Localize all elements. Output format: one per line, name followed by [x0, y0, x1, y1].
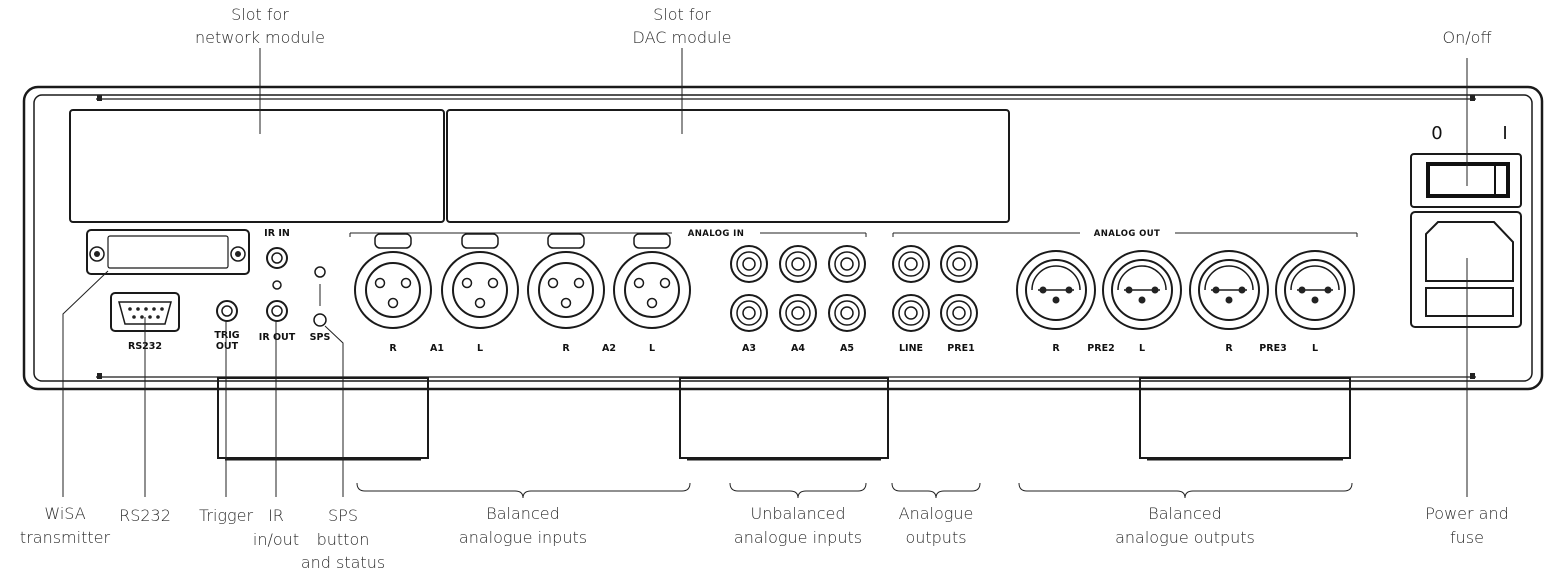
sps-button[interactable] — [313, 313, 327, 327]
svg-text:ANALOG IN: ANALOG IN — [688, 229, 744, 239]
brace-balanced-inputs — [356, 482, 691, 499]
rca-output-pre1-top[interactable] — [940, 245, 978, 283]
callout-wisa-1: WiSA — [44, 504, 85, 523]
xlr-output-pre2-r[interactable] — [1016, 250, 1096, 330]
sps-panel-label: SPS — [310, 332, 331, 343]
switch-on-symbol: I — [1502, 123, 1507, 144]
rca-input-a5-bottom[interactable] — [828, 294, 866, 332]
callout-analogue-outputs-2: outputs — [905, 528, 966, 547]
leader-lines — [62, 48, 1468, 497]
chassis — [22, 85, 1544, 391]
analog-out-header: ANALOG OUT — [892, 229, 1358, 239]
feet — [217, 377, 1351, 461]
rca-output-pre1-bottom[interactable] — [940, 294, 978, 332]
trig-out-label-2: OUT — [216, 341, 239, 352]
callout-ir-2: in/out — [253, 530, 299, 549]
ir-out-jack[interactable] — [266, 300, 288, 322]
dac-module-slot — [446, 109, 1010, 223]
balanced-xlr-inputs — [354, 233, 691, 329]
xlr-out-label-pre3: PRE3 — [1259, 343, 1286, 354]
callout-power-1: Power and — [1425, 504, 1509, 523]
xlr-out-label-l2: L — [1312, 343, 1318, 354]
xlr-input-a2-l[interactable] — [613, 233, 691, 329]
xlr-out-label-r1: R — [1052, 343, 1060, 354]
wisa-transmitter — [86, 229, 250, 275]
sps-status-led — [314, 266, 326, 278]
xlr-out-label-r2: R — [1225, 343, 1233, 354]
network-module-slot — [69, 109, 445, 223]
xlr-input-a1-r[interactable] — [354, 233, 432, 329]
callout-slot-network-1: Slot for — [231, 5, 289, 24]
rca-input-a3-bottom[interactable] — [730, 294, 768, 332]
ir-out-label: IR OUT — [259, 332, 296, 343]
callout-unbalanced-inputs-2: analogue inputs — [734, 528, 862, 547]
xlr-out-label-l1: L — [1139, 343, 1145, 354]
callout-on-off: On/off — [1443, 28, 1492, 47]
rca-input-a4-bottom[interactable] — [779, 294, 817, 332]
xlr-output-pre3-l[interactable] — [1275, 250, 1355, 330]
callout-slot-dac-2: DAC module — [633, 28, 732, 47]
callout-unbalanced-inputs-1: Unbalanced — [751, 504, 846, 523]
unbalanced-rca-inputs — [730, 245, 866, 332]
xlr-output-pre3-r[interactable] — [1189, 250, 1269, 330]
xlr-in-label-a1: A1 — [430, 343, 444, 354]
rca-output-line-top[interactable] — [892, 245, 930, 283]
xlr-output-pre2-l[interactable] — [1102, 250, 1182, 330]
rca-in-label-a4: A4 — [791, 343, 805, 354]
xlr-in-label-a2: A2 — [602, 343, 616, 354]
callout-sps-3: and status — [301, 553, 385, 572]
rca-out-label-pre1: PRE1 — [947, 343, 974, 354]
callout-power-2: fuse — [1450, 528, 1484, 547]
callout-balanced-inputs-1: Balanced — [486, 504, 559, 523]
callout-balanced-outputs-1: Balanced — [1148, 504, 1221, 523]
switch-off-symbol: 0 — [1431, 123, 1442, 144]
brace-balanced-outputs — [1018, 482, 1353, 499]
ir-in-label: IR IN — [264, 228, 290, 239]
callout-trigger: Trigger — [199, 506, 253, 525]
rca-out-label-line: LINE — [899, 343, 923, 354]
callout-ir-1: IR — [268, 506, 284, 525]
callout-balanced-outputs-2: analogue outputs — [1115, 528, 1255, 547]
xlr-input-a2-r[interactable] — [527, 233, 605, 329]
callout-rs232: RS232 — [119, 506, 171, 525]
rca-input-a4-top[interactable] — [779, 245, 817, 283]
brace-unbalanced-inputs — [729, 482, 867, 499]
xlr-in-label-r1: R — [389, 343, 397, 354]
callout-labels: Slot for network module Slot for DAC mod… — [20, 5, 1509, 572]
power-switch[interactable] — [1410, 153, 1522, 208]
xlr-input-a1-l[interactable] — [441, 233, 519, 329]
rca-output-line-bottom[interactable] — [892, 294, 930, 332]
xlr-in-label-r2: R — [562, 343, 570, 354]
rca-in-label-a3: A3 — [742, 343, 756, 354]
ir-in-jack[interactable] — [266, 247, 288, 269]
callout-sps-1: SPS — [328, 506, 358, 525]
braces — [356, 482, 1353, 499]
rca-in-label-a5: A5 — [840, 343, 854, 354]
callout-balanced-inputs-2: analogue inputs — [459, 528, 587, 547]
analog-in-header: ANALOG IN — [349, 229, 867, 239]
rca-input-a3-top[interactable] — [730, 245, 768, 283]
callout-wisa-2: transmitter — [20, 528, 111, 547]
ir-indicator — [272, 280, 282, 290]
callout-analogue-outputs-1: Analogue — [899, 504, 974, 523]
trig-out-label-1: TRIG — [214, 330, 239, 341]
xlr-in-label-l1: L — [477, 343, 483, 354]
analogue-rca-outputs — [892, 245, 978, 332]
callout-sps-2: button — [317, 530, 370, 549]
xlr-in-label-l2: L — [649, 343, 655, 354]
balanced-xlr-outputs — [1016, 250, 1355, 330]
trigger-out-jack[interactable] — [216, 300, 238, 322]
rca-input-a5-top[interactable] — [828, 245, 866, 283]
xlr-out-label-pre2: PRE2 — [1087, 343, 1114, 354]
callout-slot-dac-1: Slot for — [653, 5, 711, 24]
svg-text:ANALOG OUT: ANALOG OUT — [1094, 229, 1160, 239]
power-inlet[interactable] — [1410, 211, 1522, 328]
brace-analogue-outputs — [891, 482, 981, 499]
callout-slot-network-2: network module — [195, 28, 325, 47]
